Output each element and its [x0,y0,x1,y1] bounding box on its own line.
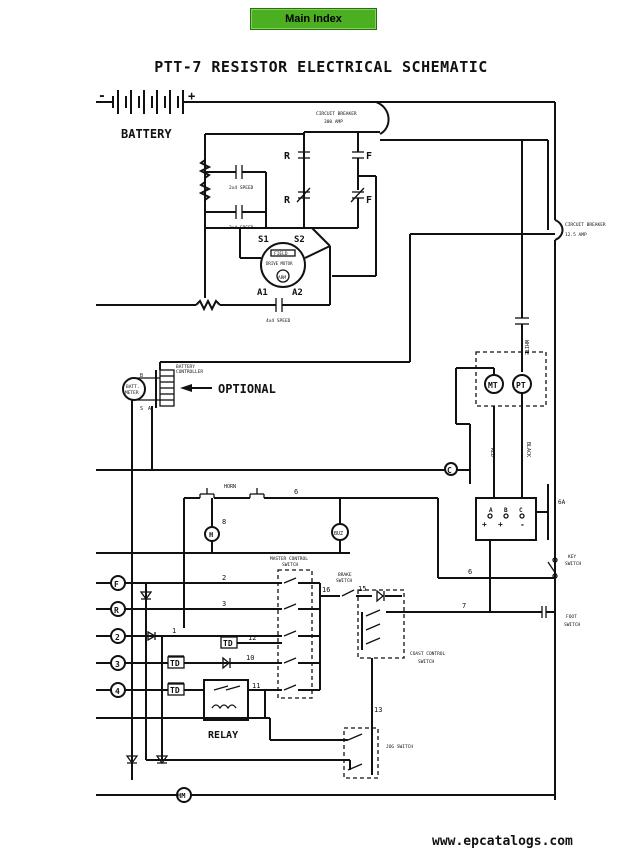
master-control-switch [277,569,313,699]
white-wire-label: WHITE [523,340,529,355]
motor-label: DRIVE MOTOR [266,261,293,266]
master-control-label-1: MASTER CONTROL [270,556,308,562]
wire-7-label: 7 [462,602,466,610]
resistor-1 [198,159,212,179]
battery-minus: - [98,89,106,104]
coast-control-label-2: SWITCH [418,659,435,665]
key-switch-label-2: SWITCH [565,561,582,567]
wire-8-label: 8 [222,518,226,526]
wire-16-label: 16 [322,586,330,594]
pin-s-label: S [140,406,143,412]
wire-10-label: 10 [246,654,254,662]
term-plus-1: + [482,520,487,529]
controller-label-2: CONTROLLER [176,369,203,375]
wire-12-label: 12 [248,634,256,642]
small-breaker-rating: 12.5 AMP [565,232,587,238]
foot-switch-label-1: FOOT [566,614,577,620]
key-switch-label-1: KEY [568,554,576,560]
a2-label: A2 [292,288,303,298]
main-circuit-breaker [375,101,390,135]
wire-6-right-label: 6 [468,568,472,576]
small-circuit-breaker [554,219,564,241]
mt-pt-module [475,351,547,407]
relay-box [203,679,249,721]
a1-label: A1 [257,288,268,298]
jog-switch-label: JOG SWITCH [386,744,413,750]
s2-label: S2 [294,235,305,245]
cap-1-label: 2x4 SPEED [229,185,254,191]
wire-13-label: 13 [374,706,382,714]
foot-switch-label-2: SWITCH [564,622,581,628]
battery-label: BATTERY [121,127,172,141]
brake-switch-label-1: BRAKE [338,572,352,578]
r-top-label: R [284,151,291,162]
term-b: B [504,507,508,514]
wire-15-label: 15 [358,585,366,593]
term-c: C [519,507,523,514]
black-wire-label: BLACK [525,442,531,457]
site-url: www.epcatalogs.com [432,834,573,849]
main-breaker-label: CIRCUIT BREAKER [316,111,357,117]
motor-field-label: FIELD [274,251,288,257]
f-bottom-label: F [366,195,372,206]
wire-11-label: 11 [252,682,260,690]
wire-3-label: 3 [222,600,226,608]
battery-symbol [96,90,184,114]
terminal-2-label: 2 [115,633,120,642]
cap-3-label: 4x4 SPEED [266,318,291,324]
c-terminal-label: C [447,466,452,475]
jog-switch [343,727,379,779]
coast-control-switch [357,589,405,659]
mt-label: MT [488,381,498,390]
red-wire-label: RED [489,448,495,457]
optional-label: OPTIONAL [218,382,276,396]
wire-1-label: 1 [172,627,176,635]
pin-b-label: B [140,373,143,379]
wire-6a-label: 6A [558,499,566,506]
drive-motor [260,242,306,288]
battery-plus: + [188,89,195,103]
coast-control-label-1: COAST CONTROL [410,651,446,657]
term-plus-2: + [498,520,503,529]
terminal-4-label: 4 [115,687,120,696]
pin-a-label: A [148,406,151,412]
wire-6-top-label: 6 [294,488,298,496]
batt-meter-label-1: BATT. [126,384,140,390]
hour-meter-label: HM [177,792,185,800]
s1-label: S1 [258,235,269,245]
batt-meter-label-2: METER [125,390,139,396]
brake-switch-label-2: SWITCH [336,578,353,584]
horn-h-label: H [209,531,213,539]
relay-label: RELAY [208,730,238,741]
term-a: A [489,507,493,514]
f-top-label: F [366,151,372,162]
small-breaker-label: CIRCUIT BREAKER [565,222,606,228]
td-12: TD [223,639,233,648]
motor-arm-label: ARM [278,275,286,281]
main-index-button[interactable]: Main Index [250,8,377,30]
page-title: PTT-7 RESISTOR ELECTRICAL SCHEMATIC [154,58,488,76]
controller-label-1: BATTERY [176,364,195,370]
terminal-3-label: 3 [115,660,120,669]
terminal-r-label: R [114,606,119,615]
buzzer-label: BUZ [334,531,343,537]
resistor-2 [198,181,212,201]
r-bottom-label: R [284,195,291,206]
main-breaker-rating: 300 AMP [324,119,343,125]
td-10: TD [170,659,180,668]
pt-label: PT [516,381,526,390]
terminal-block [475,497,537,541]
wire-2-label: 2 [222,574,226,582]
term-minus: - [520,520,525,529]
resistor-3 [195,298,221,312]
td-relay: TD [170,686,180,695]
master-control-label-2: SWITCH [282,562,299,568]
horn-label: HORN [224,484,236,490]
terminal-f-label: F [114,580,119,589]
